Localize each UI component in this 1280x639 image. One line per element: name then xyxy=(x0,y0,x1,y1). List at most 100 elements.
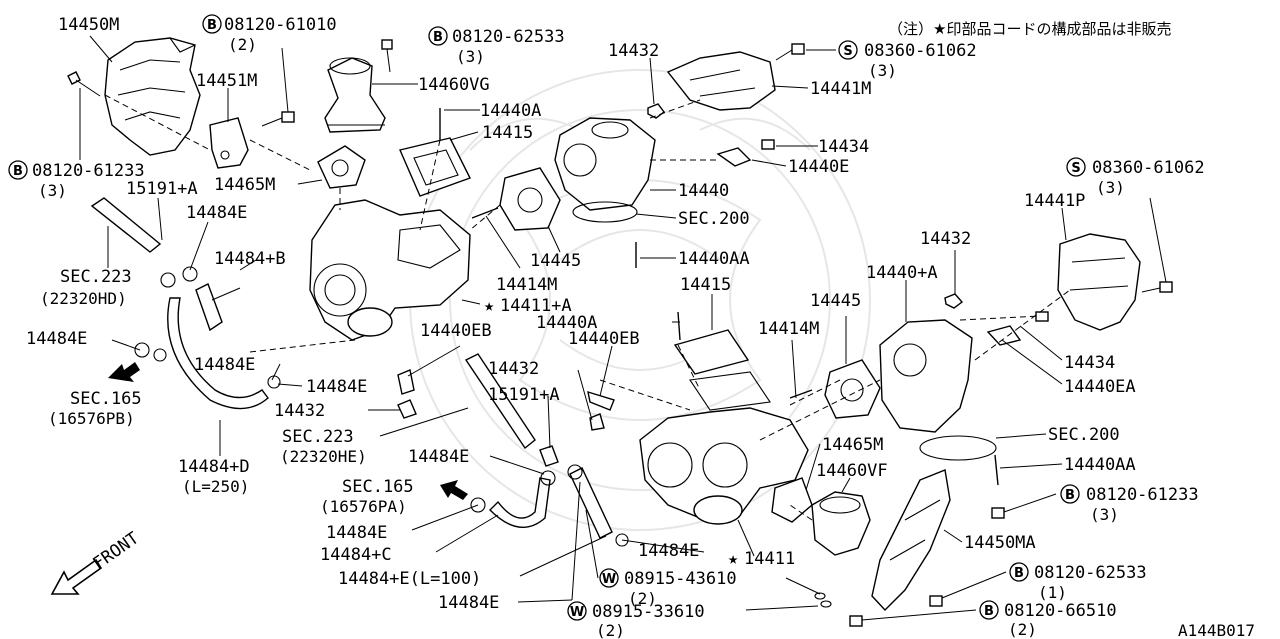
stud-14414M-mid xyxy=(789,389,813,399)
nut-14432-top xyxy=(647,103,665,119)
brackets-14440EB xyxy=(397,369,615,431)
bolt-badge-08120-61233-right: B xyxy=(1060,484,1080,504)
heat-insulator-14441P xyxy=(1057,233,1141,331)
code-sec223-mid: (22320HE) xyxy=(280,447,367,466)
label-14484E-c: 14484E xyxy=(408,447,469,467)
washer-badge-08915-43610: W xyxy=(599,568,619,588)
label-14450MA: 14450MA xyxy=(964,533,1036,553)
washer-badge-08915-33610: W xyxy=(567,601,587,621)
svg-text:B: B xyxy=(984,604,994,619)
qty-08120-61233-right: (3) xyxy=(1090,505,1119,524)
label-08360-61062-top: 08360-61062 xyxy=(864,41,977,61)
hose-15191A-left xyxy=(90,197,162,253)
leader-lines xyxy=(79,35,1167,621)
label-14484E-L100: 14484+E(L=100) xyxy=(338,569,481,589)
svg-text:B: B xyxy=(433,30,443,45)
label-14432-mid: 14432 xyxy=(274,401,325,421)
label-08120-62533-low: 08120-62533 xyxy=(1034,563,1147,583)
label-15191A-top: 15191+A xyxy=(126,179,198,199)
label-14441P: 14441P xyxy=(1024,191,1085,211)
label-14460VG: 14460VG xyxy=(418,75,490,95)
sec165-mid-arrow xyxy=(440,480,468,500)
label-14434-right: 14434 xyxy=(1064,353,1115,373)
ring-sec200-right xyxy=(919,435,997,461)
svg-text:B: B xyxy=(13,164,23,179)
label-14440EB-a: 14440EB xyxy=(420,321,492,341)
label-14441M: 14441M xyxy=(810,79,871,99)
ring-sec200-top xyxy=(572,201,638,223)
hoses-mid xyxy=(464,353,629,547)
label-sec223-mid: SEC.223 xyxy=(282,427,354,447)
hose-14484B xyxy=(195,283,223,332)
label-08120-61233-right: 08120-61233 xyxy=(1086,485,1199,505)
label-08915-43610: 08915-43610 xyxy=(624,569,737,589)
code-sec165-mid: (16576PA) xyxy=(320,497,407,516)
label-08915-33610: 08915-33610 xyxy=(592,602,705,622)
bolt-08360-top xyxy=(775,43,805,61)
label-14465M-low: 14465M xyxy=(822,435,883,455)
sec165-left-arrow xyxy=(108,362,140,382)
svg-text:B: B xyxy=(1014,566,1024,581)
exhaust-outlet-14440 xyxy=(554,117,656,211)
water-outlet-14460VG xyxy=(324,57,386,133)
label-sec165-mid: SEC.165 xyxy=(342,477,414,497)
gasket-14465M-top xyxy=(317,145,366,189)
bolt-14451M xyxy=(261,111,295,127)
label-08120-66510: 08120-66510 xyxy=(1004,601,1117,621)
label-14440A-plus: 14440+A xyxy=(866,263,938,283)
label-14440EA: 14440EA xyxy=(1064,377,1136,397)
gasket-14445-top xyxy=(499,167,561,231)
label-14414M-mid: 14414M xyxy=(758,319,819,339)
label-14415-mid: 14415 xyxy=(680,275,731,295)
len-14484D: (L=250) xyxy=(182,477,249,496)
nut-14432-right xyxy=(944,293,964,309)
qty-08915-33610: (2) xyxy=(596,621,625,639)
label-14484C: 14484+C xyxy=(320,545,392,565)
label-14440EB-b: 14440EB xyxy=(568,329,640,349)
stud-14414M-top xyxy=(471,207,499,219)
label-14484E-d: 14484E xyxy=(326,523,387,543)
svg-text:W: W xyxy=(570,605,584,620)
hose-14484D xyxy=(167,297,269,410)
label-14414M-top: 14414M xyxy=(496,275,557,295)
code-sec223-left: (22320HD) xyxy=(40,289,127,308)
label-14434-top: 14434 xyxy=(818,137,869,157)
bracket-14440E xyxy=(716,139,775,167)
bolt-14460VG xyxy=(381,39,393,73)
qty-08120-62533-top: (3) xyxy=(456,47,485,66)
code-sec165-left: (16576PB) xyxy=(48,409,135,428)
star-mark-14411A: ★ xyxy=(484,296,494,316)
bolts-lower-right xyxy=(814,507,1005,627)
label-14484E-e: 14484E xyxy=(638,541,699,561)
screw-badge-08360-61062-top: S xyxy=(838,40,858,60)
bolt-badge-08120-61233-left: B xyxy=(8,160,28,180)
label-14440AA-right: 14440AA xyxy=(1064,455,1136,475)
label-14440E: 14440E xyxy=(788,157,849,177)
label-14465M-top: 14465M xyxy=(214,175,275,195)
bolt-08360-right xyxy=(1141,281,1173,293)
label-14432-top: 14432 xyxy=(608,41,659,61)
label-sec165-left: SEC.165 xyxy=(70,389,142,409)
label-08360-61062-right: 08360-61062 xyxy=(1092,158,1205,178)
heat-insulator-left-14450M xyxy=(104,37,201,156)
qty-08120-61233-left: (3) xyxy=(38,181,67,200)
label-14440AA-top: 14440AA xyxy=(678,249,750,269)
label-sec200-top: SEC.200 xyxy=(678,209,750,229)
bracket-14440EA xyxy=(986,311,1049,346)
label-08120-62533-top: 08120-62533 xyxy=(452,27,565,47)
label-sec223-left: SEC.223 xyxy=(60,267,132,287)
screw-badge-08360-61062-right: S xyxy=(1066,157,1086,177)
qty-08915-43610: (2) xyxy=(628,589,657,608)
qty-08360-61062-right: (3) xyxy=(1096,178,1125,197)
bolt-badge-08120-66510: B xyxy=(979,600,999,620)
bolt-badge-08120-62533-top: B xyxy=(428,26,448,46)
label-14415-top: 14415 xyxy=(482,123,533,143)
label-08120-61233-left: 08120-61233 xyxy=(32,161,145,181)
water-outlet-14460VF xyxy=(811,491,871,556)
label-14440A-mid: 14440A xyxy=(536,313,597,333)
label-08120-61010: 08120-61010 xyxy=(224,15,337,35)
label-14411A: 14411+A xyxy=(500,296,572,316)
turbocharger-lower xyxy=(639,371,809,525)
svg-text:S: S xyxy=(843,44,852,59)
